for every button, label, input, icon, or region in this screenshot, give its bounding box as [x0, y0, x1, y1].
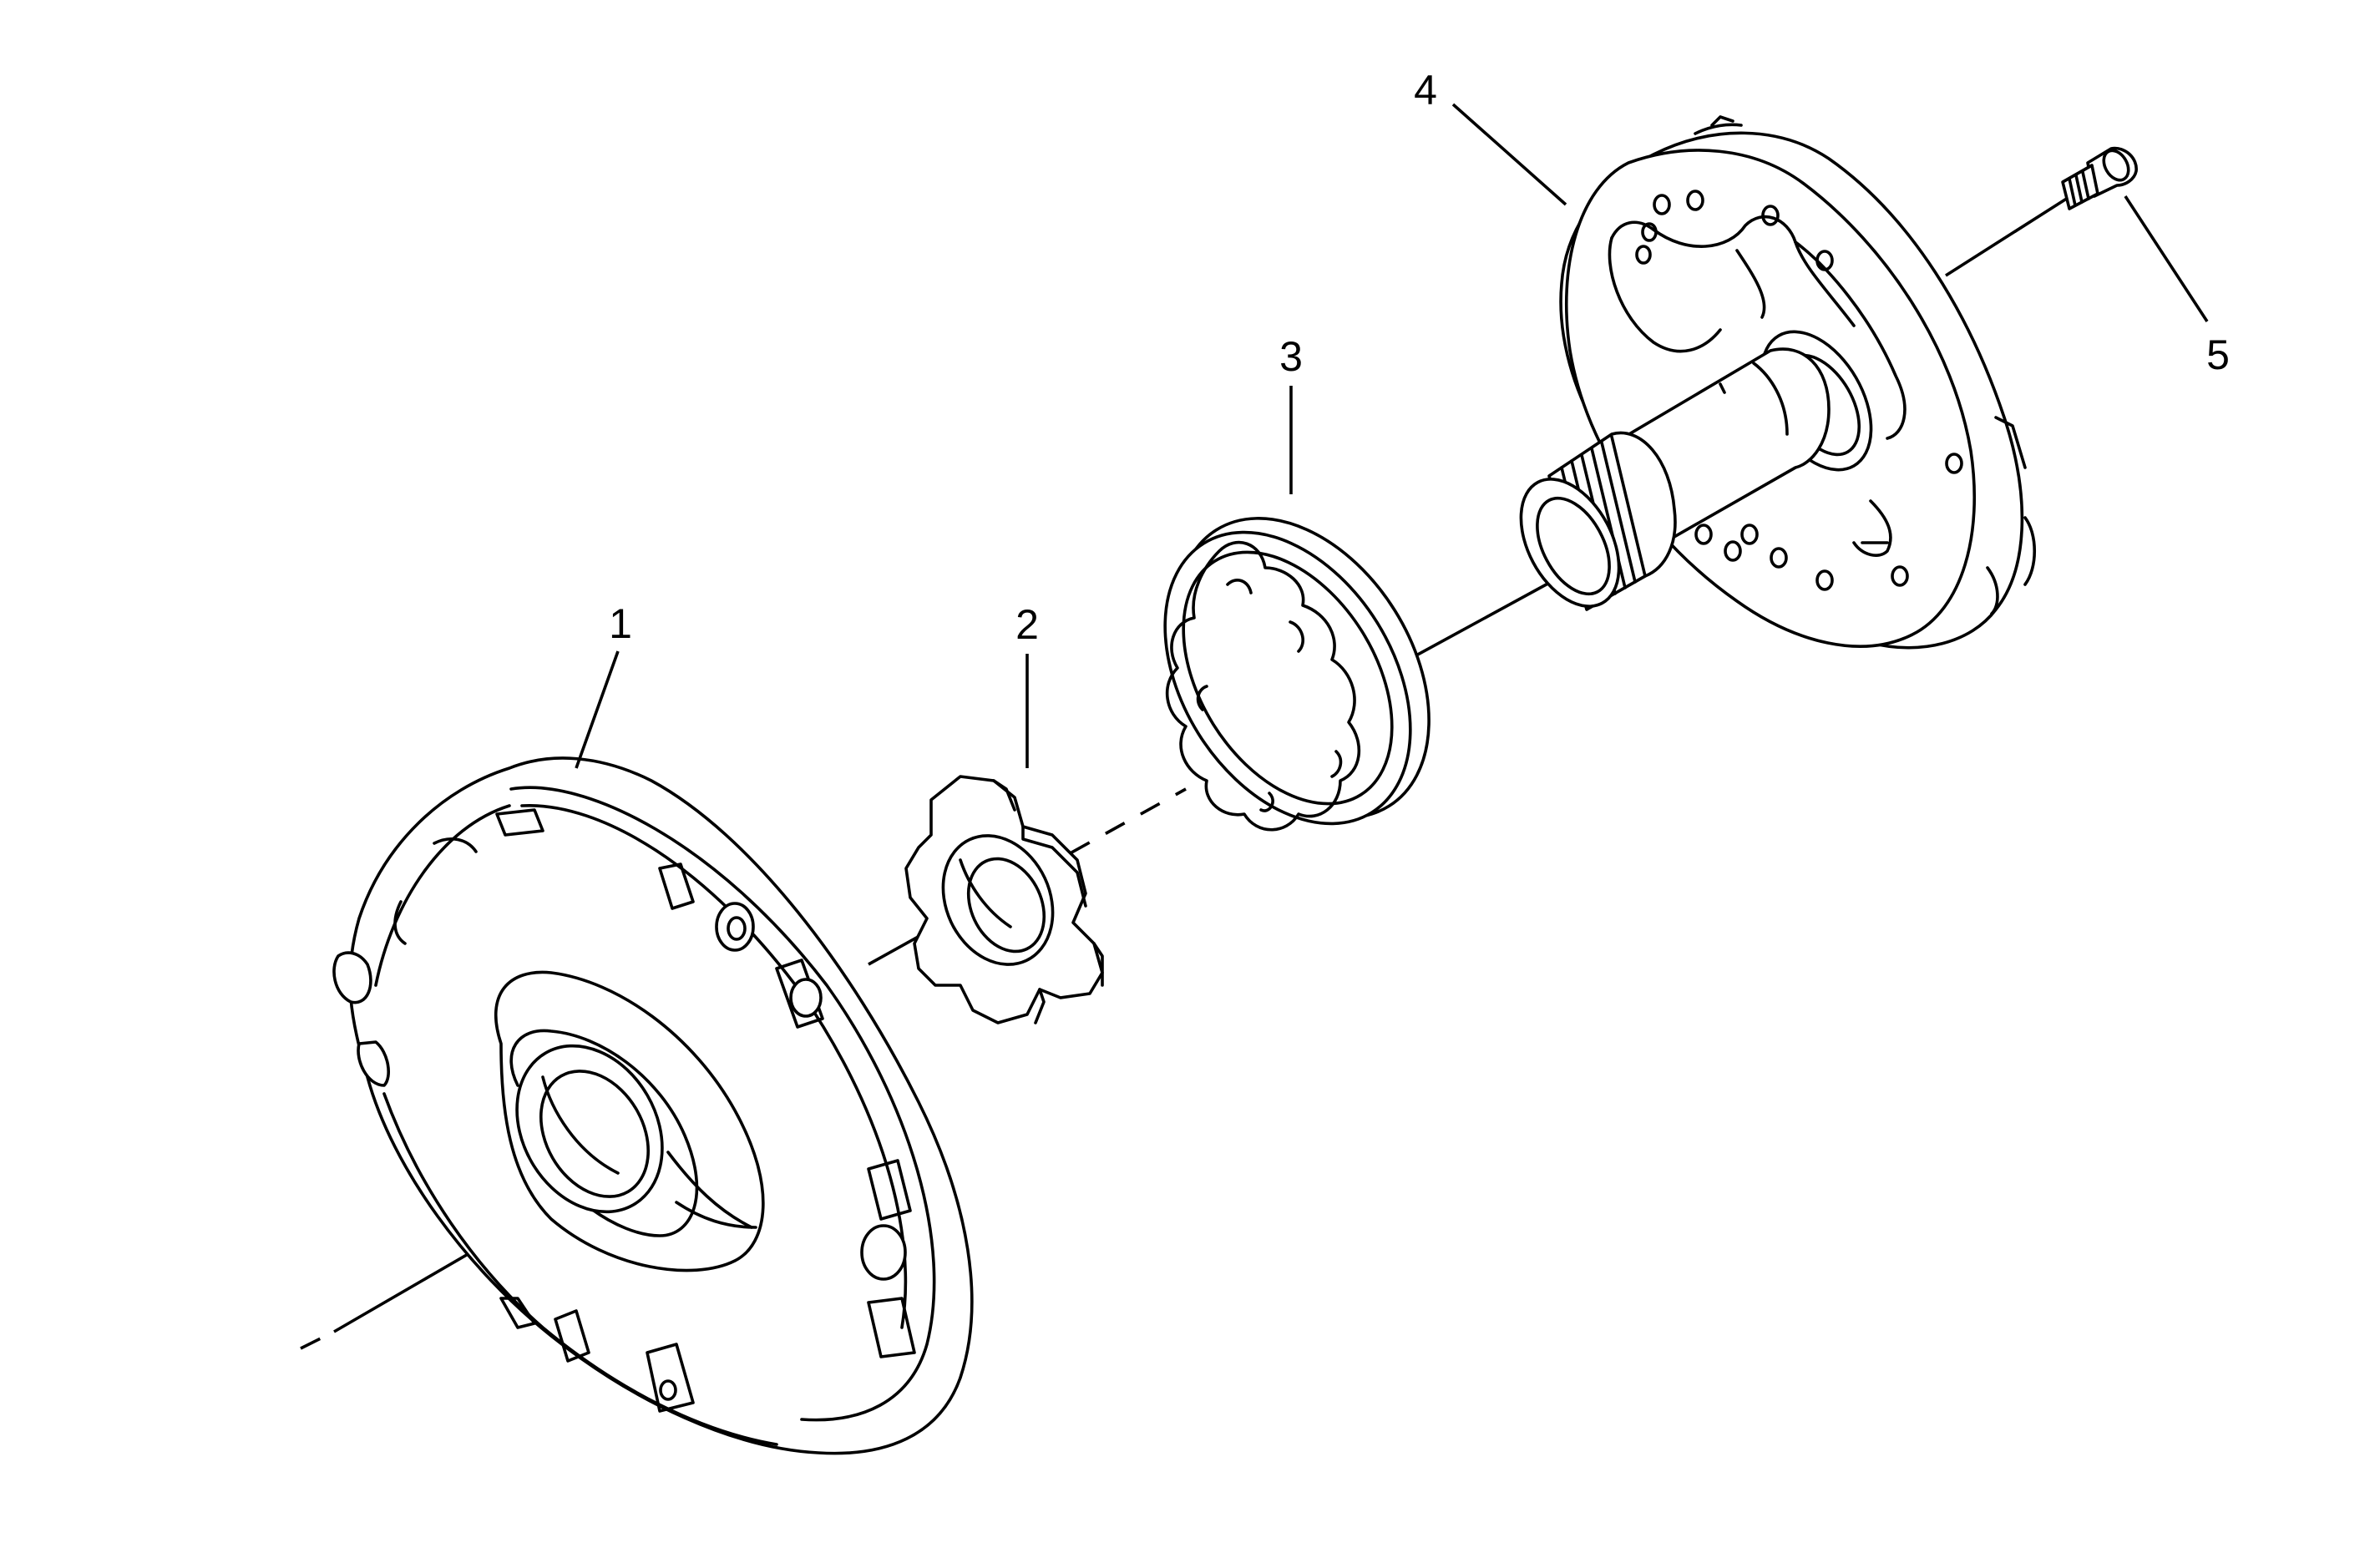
- leader-line-5: [2124, 195, 2209, 322]
- bolt-part-5: [1945, 146, 2138, 277]
- callout-2: 2: [1015, 601, 1039, 648]
- callout-5: 5: [2206, 331, 2230, 378]
- leader-line-1: [575, 650, 620, 769]
- callout-4: 4: [1414, 67, 1437, 114]
- pump-body-part-1: [332, 756, 974, 1455]
- callout-labels: 1 2 3 4 5: [609, 67, 2230, 648]
- outer-rotor-part-3: [1163, 517, 1431, 832]
- leader-lines: [575, 103, 2209, 769]
- inner-gear-part-2: [904, 775, 1104, 1024]
- callout-3: 3: [1279, 333, 1303, 380]
- leader-line-4: [1451, 103, 1567, 206]
- pump-cover-part-4: [1519, 115, 2037, 650]
- callout-1: 1: [609, 600, 632, 647]
